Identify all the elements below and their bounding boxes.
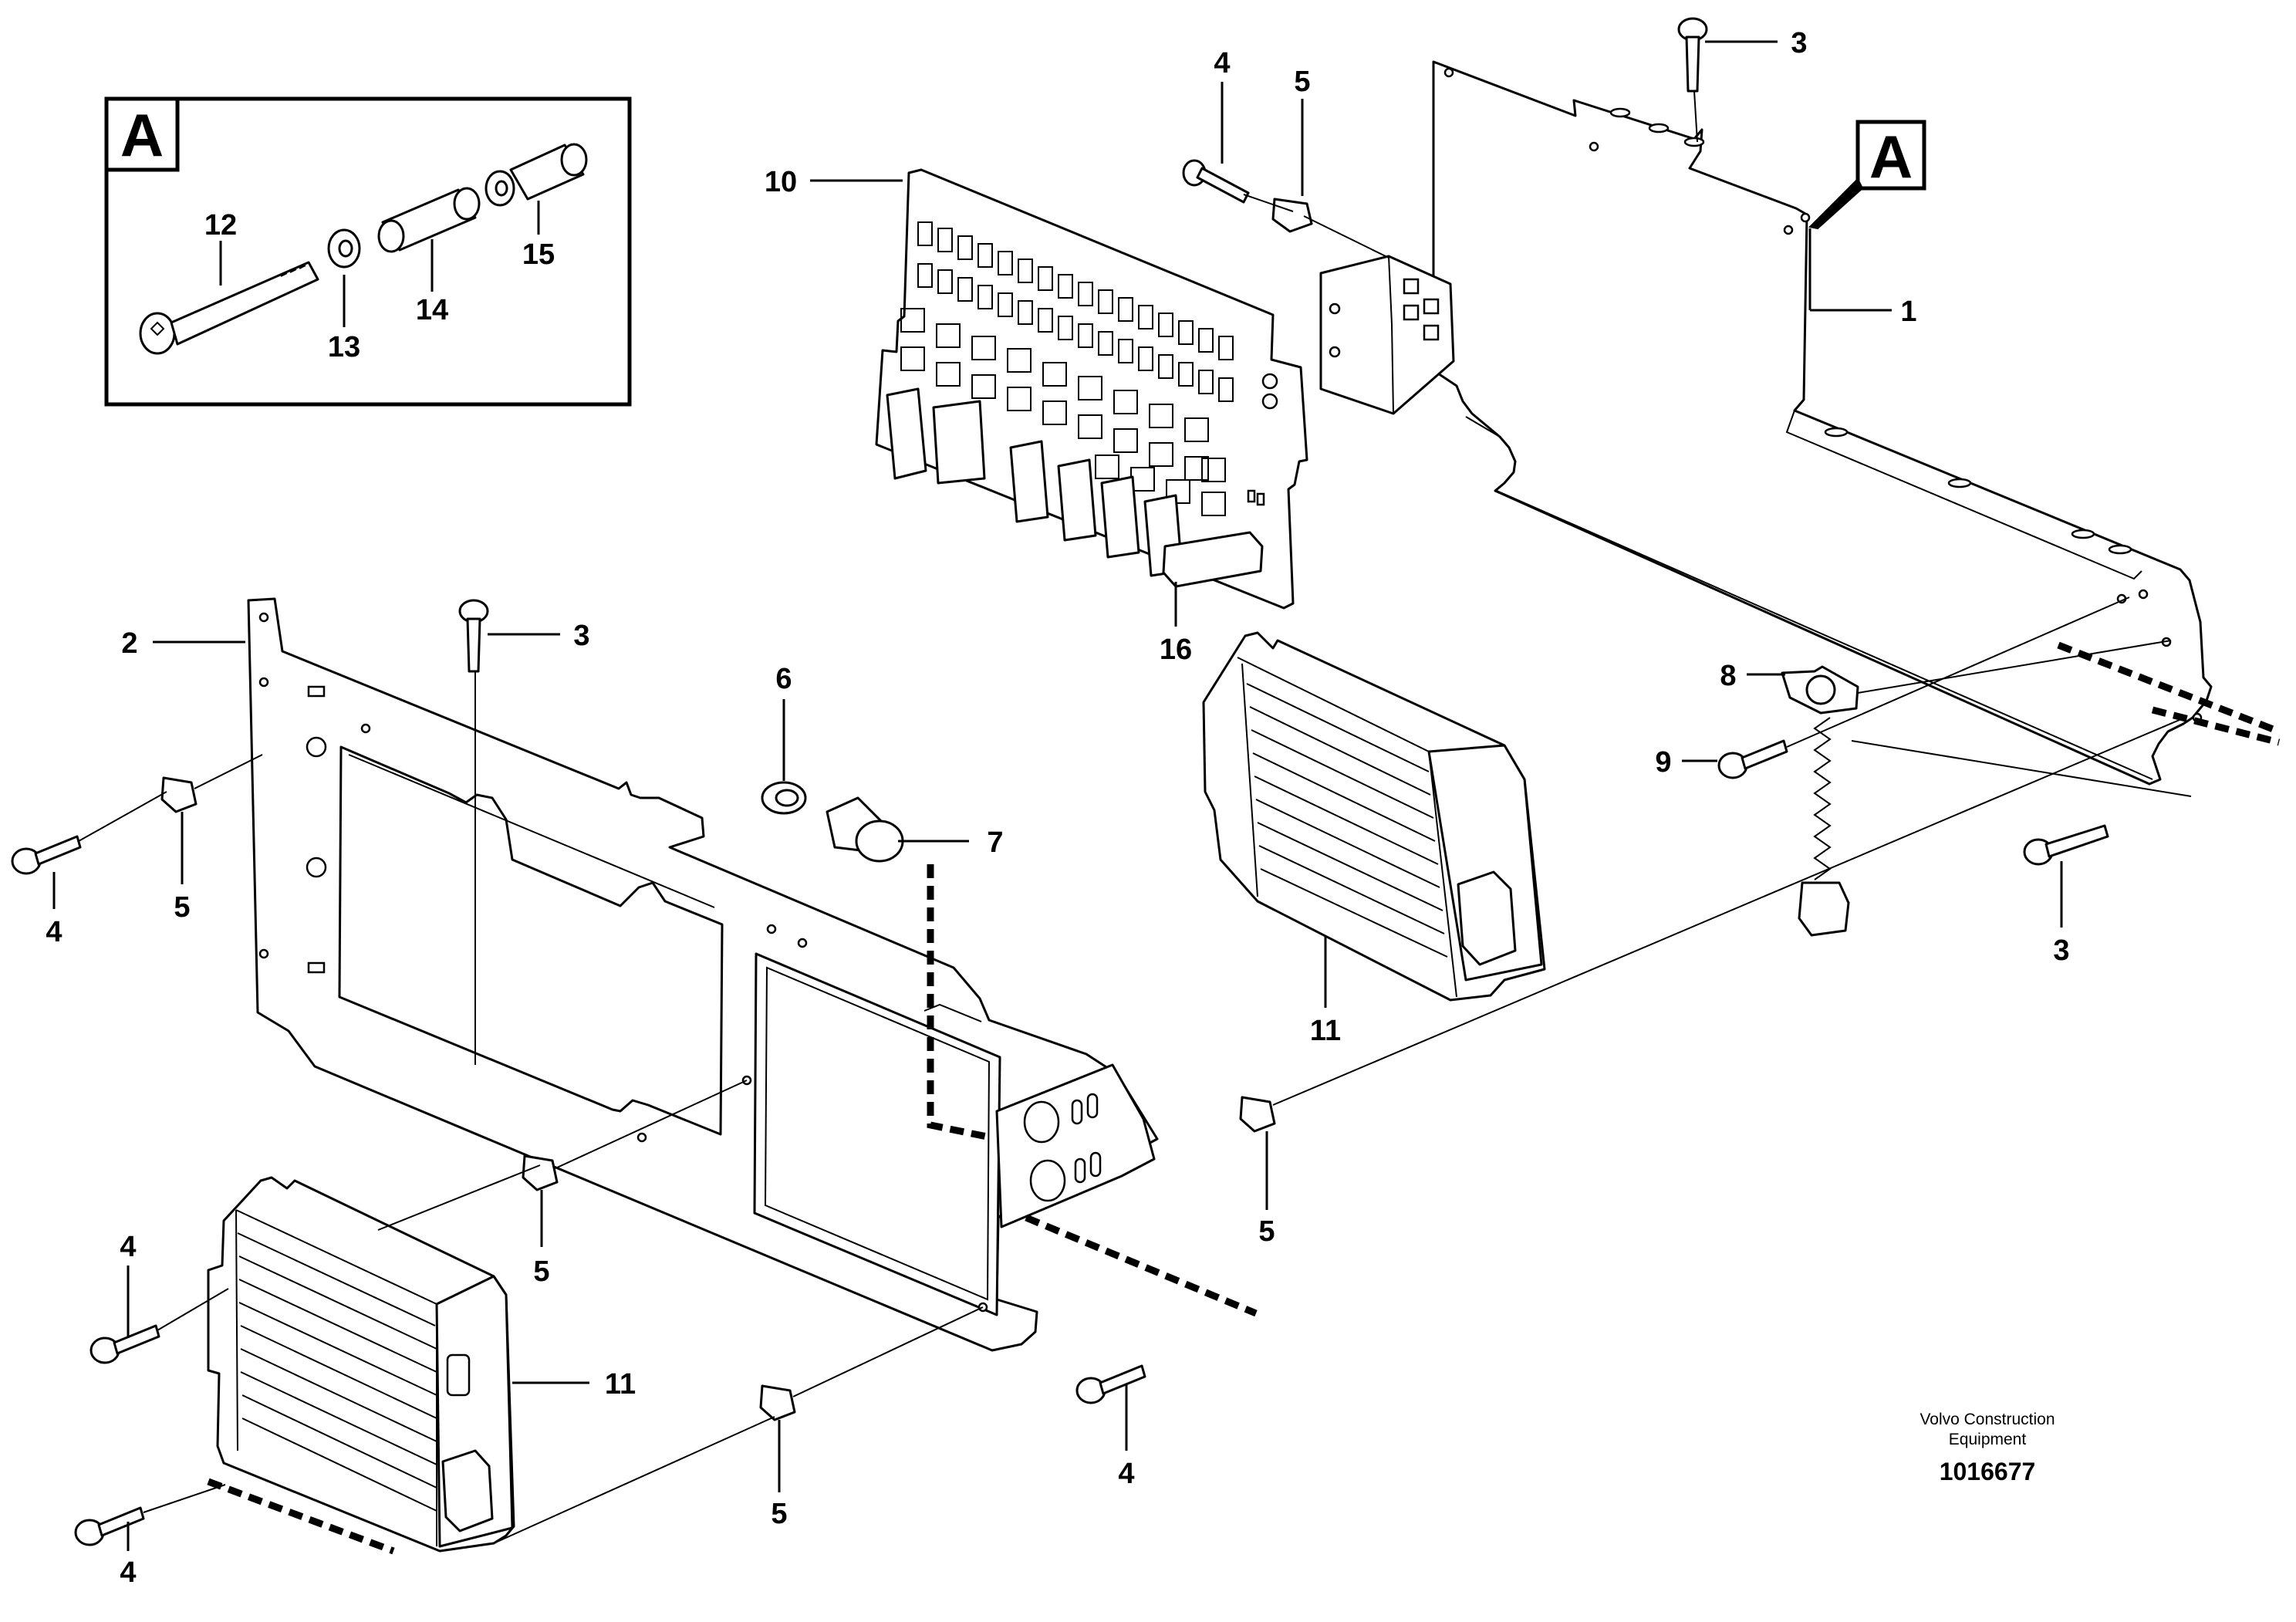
callout-15: 15: [522, 238, 555, 271]
document-number: 1016677: [1940, 1458, 2036, 1485]
detail-bolt-12: [139, 261, 319, 355]
detail-box-a: A 12 13 14: [104, 96, 632, 407]
callout-3-mid: 3: [573, 620, 589, 652]
bolt-center-4: [1075, 1364, 1146, 1404]
clip-top-5: [1271, 198, 1313, 233]
callout-11-lower: 11: [605, 1368, 636, 1401]
callout-14: 14: [416, 294, 448, 326]
callout-9: 9: [1655, 746, 1671, 779]
bolt-right-3: [2023, 824, 2109, 866]
callout-13: 13: [328, 331, 360, 363]
callout-4-center: 4: [1118, 1458, 1134, 1490]
callout-1: 1: [1900, 296, 1916, 328]
spring-clip-part-8: [1781, 665, 1859, 937]
callout-3-top: 3: [1791, 27, 1807, 59]
callout-5-top: 5: [1294, 66, 1310, 98]
callouts: 1 2 3 3 3 4 4 4 4 4 5 5 5 5 5 6 7: [46, 27, 2069, 1589]
clip-right-5: [1239, 1096, 1276, 1133]
credit-block: Volvo Construction Equipment 1016677: [1920, 1411, 2055, 1485]
callout-4-bottom: 4: [120, 1556, 136, 1589]
detail-sleeve-14: [377, 187, 481, 253]
callout-5-bottom: 5: [771, 1498, 787, 1530]
callout-4-left: 4: [46, 916, 62, 948]
relay-board-part-10: [875, 168, 1308, 610]
callout-2: 2: [121, 627, 137, 660]
callout-8: 8: [1720, 660, 1736, 692]
detail-reference-a: A: [1808, 120, 1926, 230]
callout-4-low: 4: [120, 1231, 136, 1263]
control-unit-upper-part-11: [1202, 631, 1546, 1002]
grommet-part-6: [761, 781, 807, 815]
callout-12: 12: [204, 209, 237, 242]
detail-box-letter: A: [120, 101, 164, 169]
relay-grid: [900, 221, 1234, 516]
bolt-top-4: [1182, 159, 1250, 204]
bracket-part-1: [1319, 60, 2213, 786]
callout-4-top: 4: [1214, 47, 1230, 79]
control-unit-lower-part-11: [207, 1176, 515, 1553]
bolt-mid-3: [458, 599, 489, 673]
bolt-bottom-4: [74, 1506, 145, 1546]
bolt-low-4: [89, 1324, 160, 1364]
callout-10: 10: [765, 166, 797, 198]
bolt-left-4: [11, 835, 82, 875]
connector-part-7: [826, 796, 904, 863]
detail-spacer-15: [485, 143, 588, 207]
detail-washer-13: [327, 228, 361, 269]
callout-6: 6: [775, 663, 792, 695]
bolt-9: [1717, 739, 1788, 779]
cable-runs: [207, 641, 2281, 1555]
credit-line-2: Equipment: [1949, 1431, 2027, 1448]
callout-16: 16: [1160, 634, 1192, 666]
assembly-lines: [78, 90, 2192, 1544]
clip-mid-5: [522, 1154, 559, 1191]
callout-5-mid: 5: [533, 1255, 549, 1288]
credit-line-1: Volvo Construction: [1920, 1411, 2055, 1428]
callout-7: 7: [987, 826, 1003, 859]
clip-left-5: [160, 776, 198, 813]
callout-5-right: 5: [1258, 1215, 1275, 1248]
clip-bottom-5: [759, 1384, 796, 1421]
callout-5-left: 5: [174, 891, 190, 924]
callout-3-right: 3: [2053, 934, 2069, 967]
detail-ref-letter: A: [1869, 123, 1913, 191]
bolt-top-3: [1677, 17, 1708, 93]
callout-11-upper: 11: [1310, 1015, 1341, 1047]
